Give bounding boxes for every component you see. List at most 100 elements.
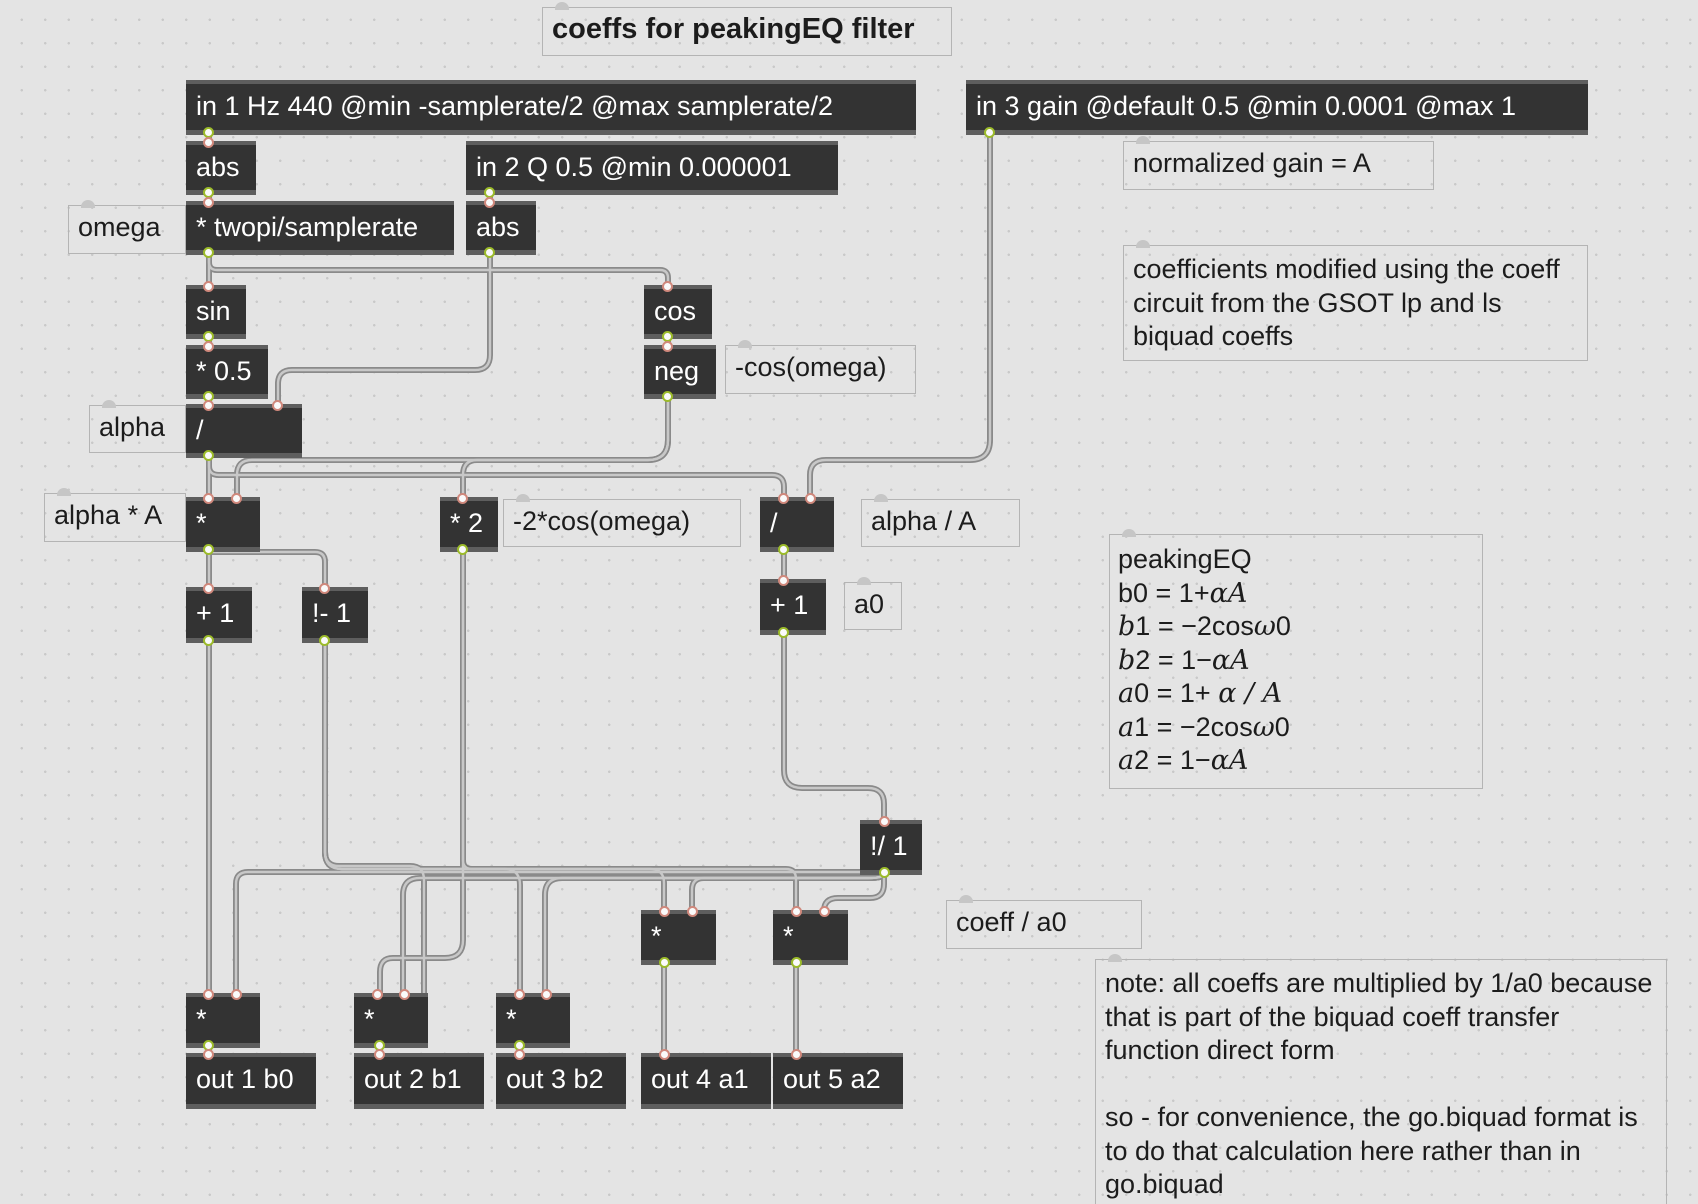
comment-a0[interactable]: a0 bbox=[844, 577, 902, 630]
inlet-port[interactable] bbox=[203, 989, 214, 1000]
plus-one-b0-object[interactable]: + 1 bbox=[186, 583, 252, 646]
inlet-port[interactable] bbox=[231, 493, 242, 504]
outlet-a1[interactable]: out 4 a1 bbox=[641, 1049, 771, 1109]
cos-object[interactable]: cos bbox=[644, 281, 712, 342]
inlet-port[interactable] bbox=[659, 906, 670, 917]
comment-two-cos[interactable]: -2*cos(omega) bbox=[503, 494, 741, 547]
inlet-q-label: in 2 Q 0.5 @min 0.000001 bbox=[476, 152, 792, 182]
comment-alpha[interactable]: alpha bbox=[89, 400, 186, 453]
inlet-port[interactable] bbox=[319, 583, 330, 594]
comment-normalized-gain[interactable]: normalized gain = A bbox=[1123, 136, 1434, 190]
outlet-a2[interactable]: out 5 a2 bbox=[773, 1049, 903, 1109]
inlet-port[interactable] bbox=[203, 400, 214, 411]
patcher-title[interactable]: coeffs for peakingEQ filter bbox=[542, 2, 952, 56]
outlet-b1[interactable]: out 2 b1 bbox=[354, 1049, 484, 1109]
comment-coeff-div-a0[interactable]: coeff / a0 bbox=[946, 895, 1142, 949]
inlet-port[interactable] bbox=[819, 906, 830, 917]
outlet-port[interactable] bbox=[484, 247, 495, 258]
reverse-divide-one-object[interactable]: !/ 1 bbox=[860, 816, 922, 878]
divide-alpha-a-object[interactable]: / bbox=[760, 493, 834, 555]
inlet-port[interactable] bbox=[687, 906, 698, 917]
inlet-port[interactable] bbox=[457, 493, 468, 504]
inlet-port[interactable] bbox=[203, 197, 214, 208]
comment-omega[interactable]: omega bbox=[68, 200, 186, 254]
multiply-a2-object[interactable]: * bbox=[773, 906, 848, 968]
outlet-port[interactable] bbox=[879, 867, 890, 878]
patch-cord-highlight bbox=[461, 394, 670, 500]
multiply-b2-object[interactable]: * bbox=[496, 989, 570, 1051]
outlet-port[interactable] bbox=[659, 957, 670, 968]
comment-text: alpha bbox=[99, 412, 166, 442]
divide-alpha-object[interactable]: / bbox=[186, 400, 302, 461]
inlet-port[interactable] bbox=[203, 493, 214, 504]
inlet-port[interactable] bbox=[791, 906, 802, 917]
sin-object[interactable]: sin bbox=[186, 281, 246, 342]
inlet-port[interactable] bbox=[662, 341, 673, 352]
multiply-a1-object[interactable]: * bbox=[641, 906, 716, 968]
inlet-port[interactable] bbox=[791, 1049, 802, 1060]
inlet-port[interactable] bbox=[662, 281, 673, 292]
inlet-port[interactable] bbox=[659, 1049, 670, 1060]
formula-a2: a2 = 1−αA bbox=[1118, 744, 1474, 778]
comment-neg-cos[interactable]: -cos(omega) bbox=[725, 340, 916, 394]
peaking-eq-formula-comment[interactable]: peakingEQ b0 = 1+αA b1 = −2cosω0 b2 = 1−… bbox=[1109, 529, 1483, 789]
outlet-b0[interactable]: out 1 b0 bbox=[186, 1049, 316, 1109]
comment-a0-note[interactable]: note: all coeffs are multiplied by 1/a0 … bbox=[1095, 954, 1667, 1204]
object-label: * 0.5 bbox=[196, 356, 252, 386]
multiply-two-object[interactable]: * 2 bbox=[440, 493, 498, 555]
formula-a1-term: ω bbox=[1252, 711, 1275, 743]
note-spacer bbox=[1105, 1068, 1657, 1102]
outlet-port[interactable] bbox=[778, 627, 789, 638]
abs-hz-object[interactable]: abs bbox=[186, 137, 256, 198]
object-label: abs bbox=[476, 212, 520, 242]
inlet-port[interactable] bbox=[514, 989, 525, 1000]
outlet-port[interactable] bbox=[778, 544, 789, 555]
formula-a1: a1 = −2cosω0 bbox=[1118, 711, 1474, 745]
formula-a0-var: a bbox=[1118, 678, 1135, 709]
outlet-port[interactable] bbox=[984, 127, 995, 138]
multiply-half-object[interactable]: * 0.5 bbox=[186, 341, 268, 402]
multiply-alpha-a-object[interactable]: * bbox=[186, 493, 260, 555]
outlet-port[interactable] bbox=[319, 635, 330, 646]
outlet-port[interactable] bbox=[203, 450, 214, 461]
outlet-port[interactable] bbox=[203, 544, 214, 555]
inlet-port[interactable] bbox=[231, 989, 242, 1000]
outlet-port[interactable] bbox=[457, 544, 468, 555]
inlet-port[interactable] bbox=[374, 1049, 385, 1060]
multiply-b1-object[interactable]: * bbox=[354, 989, 428, 1051]
outlet-port[interactable] bbox=[662, 391, 673, 402]
outlet-port[interactable] bbox=[203, 247, 214, 258]
inlet-port[interactable] bbox=[541, 989, 552, 1000]
outlet-port[interactable] bbox=[791, 957, 802, 968]
inlet-port[interactable] bbox=[514, 1049, 525, 1060]
inlet-port[interactable] bbox=[879, 816, 890, 827]
inlet-port[interactable] bbox=[203, 137, 214, 148]
twopi-object[interactable]: * twopi/samplerate bbox=[186, 197, 454, 258]
formula-a2-text: 2 = 1− bbox=[1134, 745, 1211, 775]
inlet-port[interactable] bbox=[203, 583, 214, 594]
comment-alpha-times-a[interactable]: alpha * A bbox=[44, 488, 186, 542]
inlet-gain[interactable]: in 3 gain @default 0.5 @min 0.0001 @max … bbox=[966, 80, 1588, 138]
outlet-b2[interactable]: out 3 b2 bbox=[496, 1049, 626, 1109]
inlet-port[interactable] bbox=[778, 493, 789, 504]
inlet-port[interactable] bbox=[805, 493, 816, 504]
inlet-port[interactable] bbox=[203, 281, 214, 292]
patch-cord-highlight bbox=[323, 638, 426, 996]
reverse-minus-one-object[interactable]: !- 1 bbox=[302, 583, 368, 646]
inlet-port[interactable] bbox=[372, 989, 383, 1000]
outlet-port[interactable] bbox=[203, 635, 214, 646]
inlet-hz[interactable]: in 1 Hz 440 @min -samplerate/2 @max samp… bbox=[186, 80, 916, 138]
comment-coeff-circuit[interactable]: coefficients modified using the coeff ci… bbox=[1123, 240, 1588, 361]
neg-object[interactable]: neg bbox=[644, 341, 716, 402]
abs-q-object[interactable]: abs bbox=[466, 197, 536, 258]
inlet-q[interactable]: in 2 Q 0.5 @min 0.000001 bbox=[466, 141, 838, 198]
inlet-port[interactable] bbox=[272, 400, 283, 411]
multiply-b0-object[interactable]: * bbox=[186, 989, 260, 1051]
inlet-port[interactable] bbox=[399, 989, 410, 1000]
inlet-port[interactable] bbox=[203, 341, 214, 352]
plus-one-a0-object[interactable]: + 1 bbox=[760, 575, 826, 638]
comment-alpha-div-a[interactable]: alpha / A bbox=[861, 494, 1020, 547]
inlet-port[interactable] bbox=[484, 197, 495, 208]
inlet-port[interactable] bbox=[203, 1049, 214, 1060]
inlet-port[interactable] bbox=[778, 575, 789, 586]
